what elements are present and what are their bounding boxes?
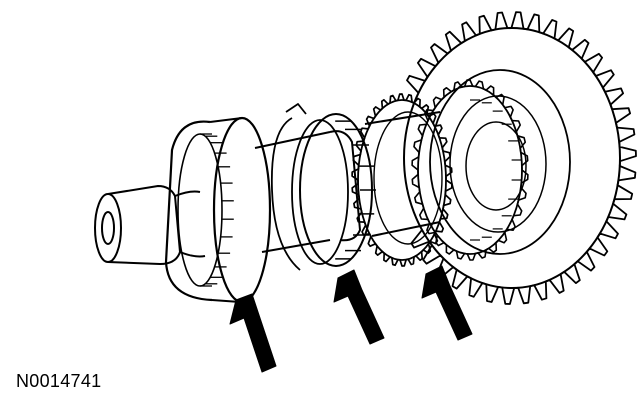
callout-arrow-2 [333,269,385,345]
callout-arrow-1 [229,293,277,373]
large-gear-face [403,27,621,289]
figure-id-label: N0014741 [16,371,102,391]
shaft-end-face [94,193,122,263]
large-gear-hub [429,69,571,255]
callout-arrow-3 [421,265,473,341]
synchronizer-ring [270,103,376,271]
callout-arrows [229,265,473,373]
synchronizer-sleeve [164,116,272,304]
large-gear [403,11,637,305]
blocking-ring [351,93,453,267]
